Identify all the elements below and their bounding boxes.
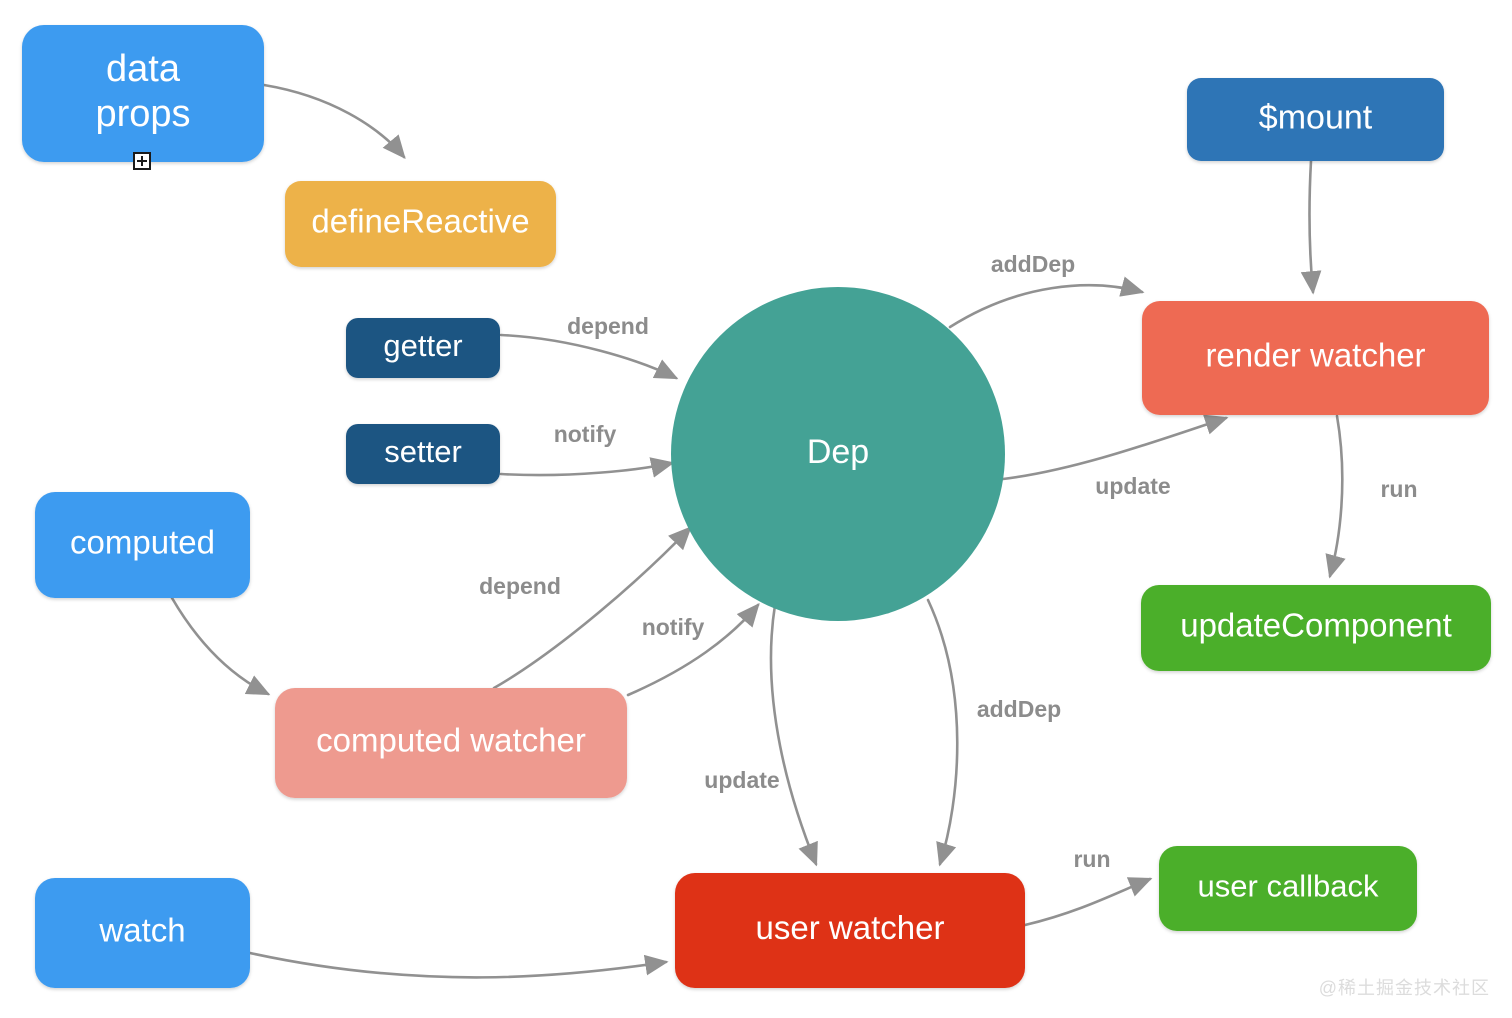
node-shape-watch bbox=[35, 878, 250, 988]
node-label-render-watcher: render watcher bbox=[1205, 337, 1425, 374]
edge-label-getter-to-dep: depend bbox=[567, 313, 649, 339]
edges-layer bbox=[170, 83, 1346, 979]
edge-label-render-watcher-to-update-component: run bbox=[1380, 476, 1417, 502]
edge-label-setter-to-dep: notify bbox=[554, 421, 617, 447]
node-label-user-callback: user callback bbox=[1198, 869, 1379, 904]
node-shape-dep bbox=[671, 287, 1005, 621]
node-define-reactive[interactable]: defineReactive bbox=[285, 181, 556, 267]
node-label-watch: watch bbox=[98, 912, 185, 949]
plus-cursor-icon bbox=[133, 152, 151, 170]
node-label-define-reactive: defineReactive bbox=[311, 203, 529, 240]
node-watch[interactable]: watch bbox=[35, 878, 250, 988]
node-shape-define-reactive bbox=[285, 181, 556, 267]
node-label-data-props-0: data bbox=[106, 48, 181, 90]
edge-computed-watcher-to-dep-depend bbox=[492, 526, 692, 690]
node-shape-data-props bbox=[22, 25, 264, 162]
edge-computed-to-computed-watcher bbox=[170, 596, 271, 696]
node-label-mount: $mount bbox=[1259, 98, 1373, 136]
node-shape-user-callback bbox=[1159, 846, 1417, 931]
node-label-user-watcher: user watcher bbox=[756, 909, 945, 946]
edge-label-dep-to-user-watcher-update: update bbox=[704, 767, 779, 793]
node-shape-computed-watcher bbox=[275, 688, 627, 798]
node-label-setter: setter bbox=[384, 434, 462, 469]
node-label-update-component: updateComponent bbox=[1180, 607, 1452, 644]
edge-labels-layer: depend notify depend notify addDep update run u… bbox=[479, 251, 1417, 872]
edge-label-dep-to-user-watcher-adddep: addDep bbox=[977, 696, 1061, 722]
edge-computed-watcher-to-dep-notify bbox=[626, 603, 760, 697]
node-getter[interactable]: getter bbox=[346, 318, 500, 378]
edge-label-computed-watcher-to-dep-depend: depend bbox=[479, 573, 561, 599]
node-dep[interactable]: Dep bbox=[671, 287, 1005, 621]
node-label-computed-watcher: computed watcher bbox=[316, 722, 586, 759]
edge-setter-to-dep bbox=[499, 457, 675, 478]
node-label-computed: computed bbox=[70, 524, 215, 561]
node-computed[interactable]: computed bbox=[35, 492, 250, 598]
node-mount[interactable]: $mount bbox=[1187, 78, 1444, 161]
edge-watch-to-user-watcher bbox=[248, 951, 669, 979]
node-shape-mount bbox=[1187, 78, 1444, 161]
node-render-watcher[interactable]: render watcher bbox=[1142, 301, 1489, 415]
watermark-text: @稀土掘金技术社区 bbox=[1318, 978, 1490, 998]
node-label-getter: getter bbox=[383, 328, 462, 363]
edge-label-computed-watcher-to-dep-notify: notify bbox=[642, 614, 705, 640]
edge-mount-to-render-watcher bbox=[1300, 159, 1322, 295]
node-shape-setter bbox=[346, 424, 500, 484]
edge-label-dep-to-render-watcher-update: update bbox=[1095, 473, 1170, 499]
node-shape-render-watcher bbox=[1142, 301, 1489, 415]
node-shape-update-component bbox=[1141, 585, 1491, 671]
node-setter[interactable]: setter bbox=[346, 424, 500, 484]
edge-user-watcher-to-user-callback bbox=[1023, 877, 1153, 927]
edge-dep-to-render-watcher-update bbox=[1001, 414, 1229, 481]
node-shape-user-watcher bbox=[675, 873, 1025, 988]
edge-dep-to-user-watcher-update bbox=[769, 603, 818, 867]
edge-label-user-watcher-to-user-callback: run bbox=[1073, 846, 1110, 872]
node-user-callback[interactable]: user callback bbox=[1159, 846, 1417, 931]
node-shape-getter bbox=[346, 318, 500, 378]
node-computed-watcher[interactable]: computed watcher bbox=[275, 688, 627, 798]
edge-dep-to-user-watcher-adddep bbox=[926, 598, 959, 867]
edge-dep-to-render-watcher-adddep bbox=[948, 276, 1145, 329]
edge-data-props-to-define-reactive bbox=[262, 83, 406, 159]
node-update-component[interactable]: updateComponent bbox=[1141, 585, 1491, 671]
node-shape-computed bbox=[35, 492, 250, 598]
edge-getter-to-dep bbox=[499, 333, 679, 380]
node-label-data-props-1: props bbox=[95, 93, 190, 135]
edge-render-watcher-to-update-component bbox=[1325, 414, 1346, 579]
node-user-watcher[interactable]: user watcher bbox=[675, 873, 1025, 988]
edge-label-dep-to-render-watcher-adddep: addDep bbox=[991, 251, 1075, 277]
node-label-dep: Dep bbox=[807, 433, 869, 471]
